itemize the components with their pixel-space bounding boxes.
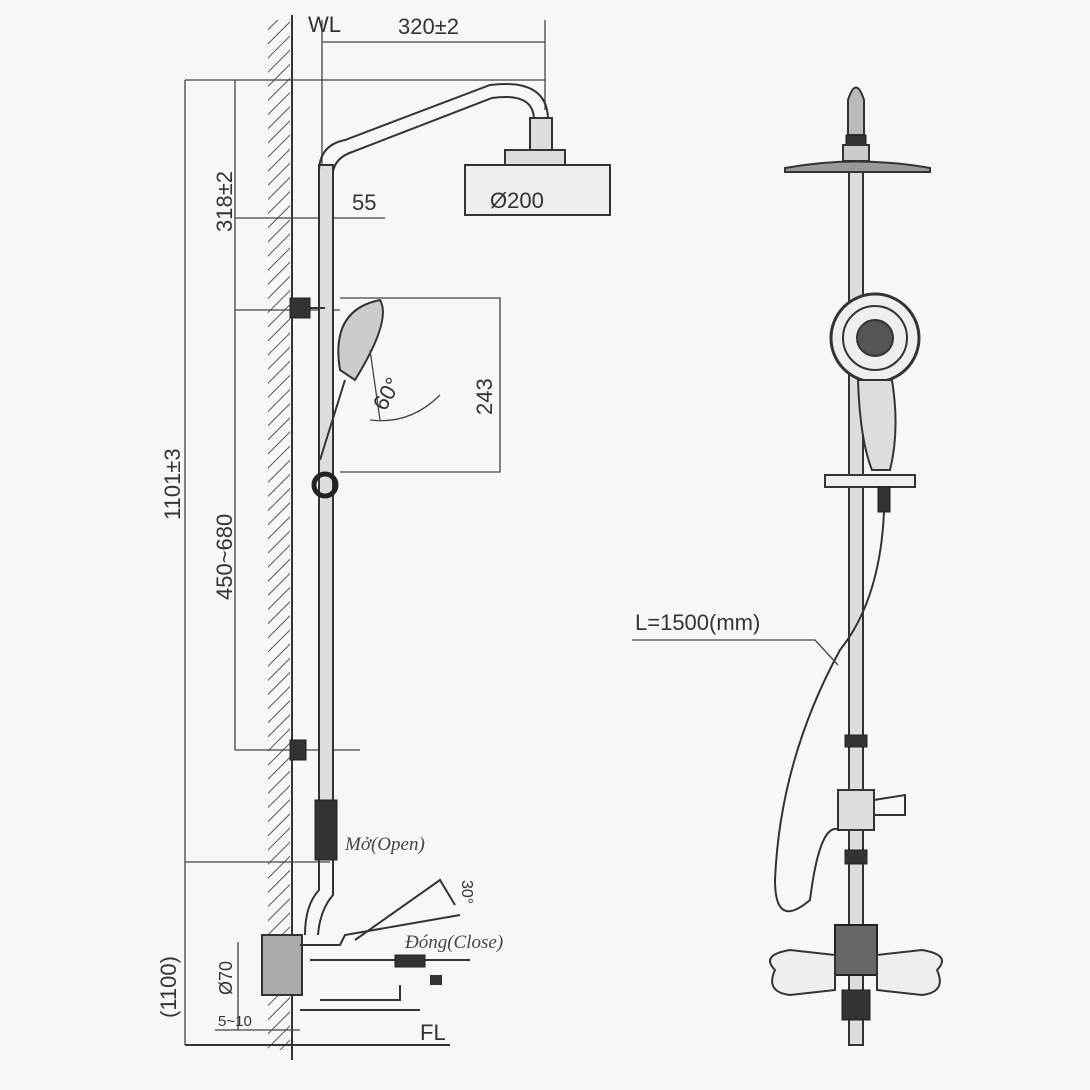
- hose-length-label: L=1500(mm): [635, 610, 760, 635]
- wall-gap-dimension: 5~10: [218, 1013, 252, 1030]
- front-view-column: L=1500(mm): [632, 86, 943, 1046]
- wall: [268, 15, 293, 1060]
- dimension-lines: [184, 20, 546, 1046]
- total-height-dimension: 1101±3: [160, 448, 185, 520]
- wall-offset-dimension: 55: [352, 190, 376, 215]
- handshower-angle: 60°: [368, 373, 406, 414]
- side-view-column: [261, 83, 611, 1011]
- floor-level-label: FL: [420, 1020, 446, 1045]
- handshower-range-dimension: 243: [472, 378, 497, 415]
- wall-level-label: WL: [308, 12, 341, 37]
- flange-diameter: Ø70: [216, 961, 236, 995]
- mixer-height-dimension: (1100): [156, 956, 181, 1018]
- bracket-spacing-dimension: 450~680: [212, 514, 237, 600]
- arm-reach-dimension: 320±2: [398, 14, 459, 39]
- close-label: Đóng(Close): [404, 932, 503, 953]
- head-diameter-dimension: Ø200: [490, 188, 544, 213]
- open-label: Mở(Open): [344, 834, 425, 855]
- lever-angle: 30°: [458, 880, 475, 904]
- top-to-arm-dimension: 318±2: [212, 171, 237, 232]
